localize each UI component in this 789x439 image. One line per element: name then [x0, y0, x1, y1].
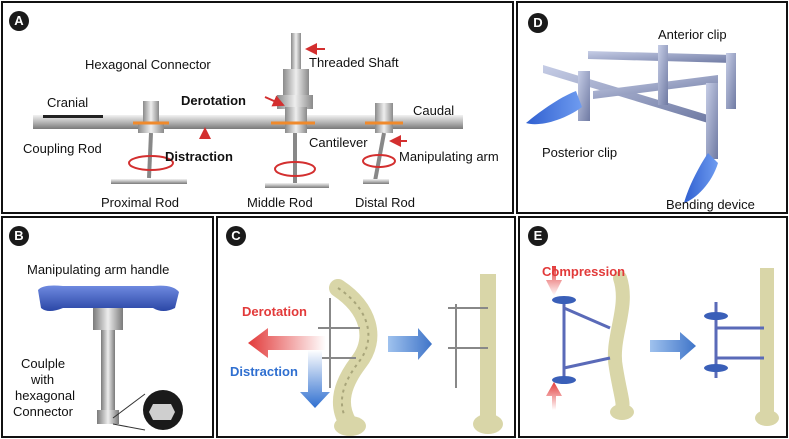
coupling-rod-label: Coupling Rod — [23, 141, 102, 156]
threaded-shaft — [291, 33, 301, 73]
handle-label: Manipulating arm handle — [27, 262, 170, 277]
hexagonal-connector-label: Hexagonal Connector — [85, 57, 211, 72]
panel-b-illustration — [38, 285, 183, 431]
proximal-rod — [111, 179, 187, 184]
bending-device — [684, 153, 718, 203]
panel-b-badge: B — [9, 226, 29, 246]
distal-rod — [363, 179, 389, 184]
couple-label-line3: hexagonal — [15, 388, 75, 403]
derotation-arrow — [248, 328, 326, 358]
coupler-shaft — [101, 330, 115, 412]
panel-b: B Manipulating arm handle Coulple with h… — [1, 216, 214, 438]
panel-d-badge: D — [528, 13, 548, 33]
derotation-label-c: Derotation — [242, 304, 307, 319]
panel-a-badge: A — [9, 11, 29, 31]
distraction-label-c: Distraction — [230, 364, 298, 379]
middle-rod — [265, 183, 329, 188]
compression-arrow-top — [546, 266, 562, 296]
panel-d: D Anterior clip Posterior clip Bending d… — [516, 1, 788, 214]
panel-e-illustration — [546, 266, 779, 426]
bending-device-label: Bending device — [666, 197, 755, 212]
anterior-clip-label: Anterior clip — [658, 27, 727, 42]
cranial-label: Cranial — [47, 95, 89, 110]
posterior-clip-label: Posterior clip — [542, 145, 618, 160]
compression-arrow-bottom — [546, 382, 562, 410]
panel-c-badge: C — [226, 226, 246, 246]
panel-c: C Derotation Distraction — [216, 216, 516, 438]
spine-before-e — [607, 271, 630, 415]
threaded-shaft-label: Threaded Shaft — [309, 55, 399, 70]
distraction-arrow — [300, 350, 330, 408]
distraction-label: Distraction — [165, 149, 233, 164]
proximal-rod-label: Proximal Rod — [101, 195, 180, 210]
distal-rod-label: Distal Rod — [355, 195, 415, 210]
panel-e-badge: E — [528, 226, 548, 246]
middle-rod-label: Middle Rod — [247, 195, 313, 210]
posterior-clip — [526, 91, 582, 125]
transition-arrow — [388, 328, 432, 360]
panel-a: A Hexagonal Connector Threaded Shaft Cra… — [1, 1, 514, 214]
derotation-label: Derotation — [181, 93, 246, 108]
handle-grip — [38, 285, 179, 311]
panel-e: E Compression — [518, 216, 788, 438]
panel-a-illustration — [33, 33, 463, 188]
spine-after-e — [760, 268, 774, 418]
couple-label-line1: Coulple — [21, 356, 66, 371]
panel-d-illustration — [526, 45, 736, 203]
couple-label-line4: Connector — [13, 404, 73, 419]
compression-label: Compression — [542, 264, 626, 279]
caudal-label: Caudal — [413, 103, 455, 118]
transition-arrow-e — [650, 332, 696, 360]
cantilever-label: Cantilever — [309, 135, 368, 150]
manipulating-arm-label: Manipulating arm — [399, 149, 499, 164]
couple-label-line2: with — [31, 372, 55, 387]
manipulating-arm — [373, 132, 386, 182]
panel-c-illustration — [248, 274, 503, 436]
